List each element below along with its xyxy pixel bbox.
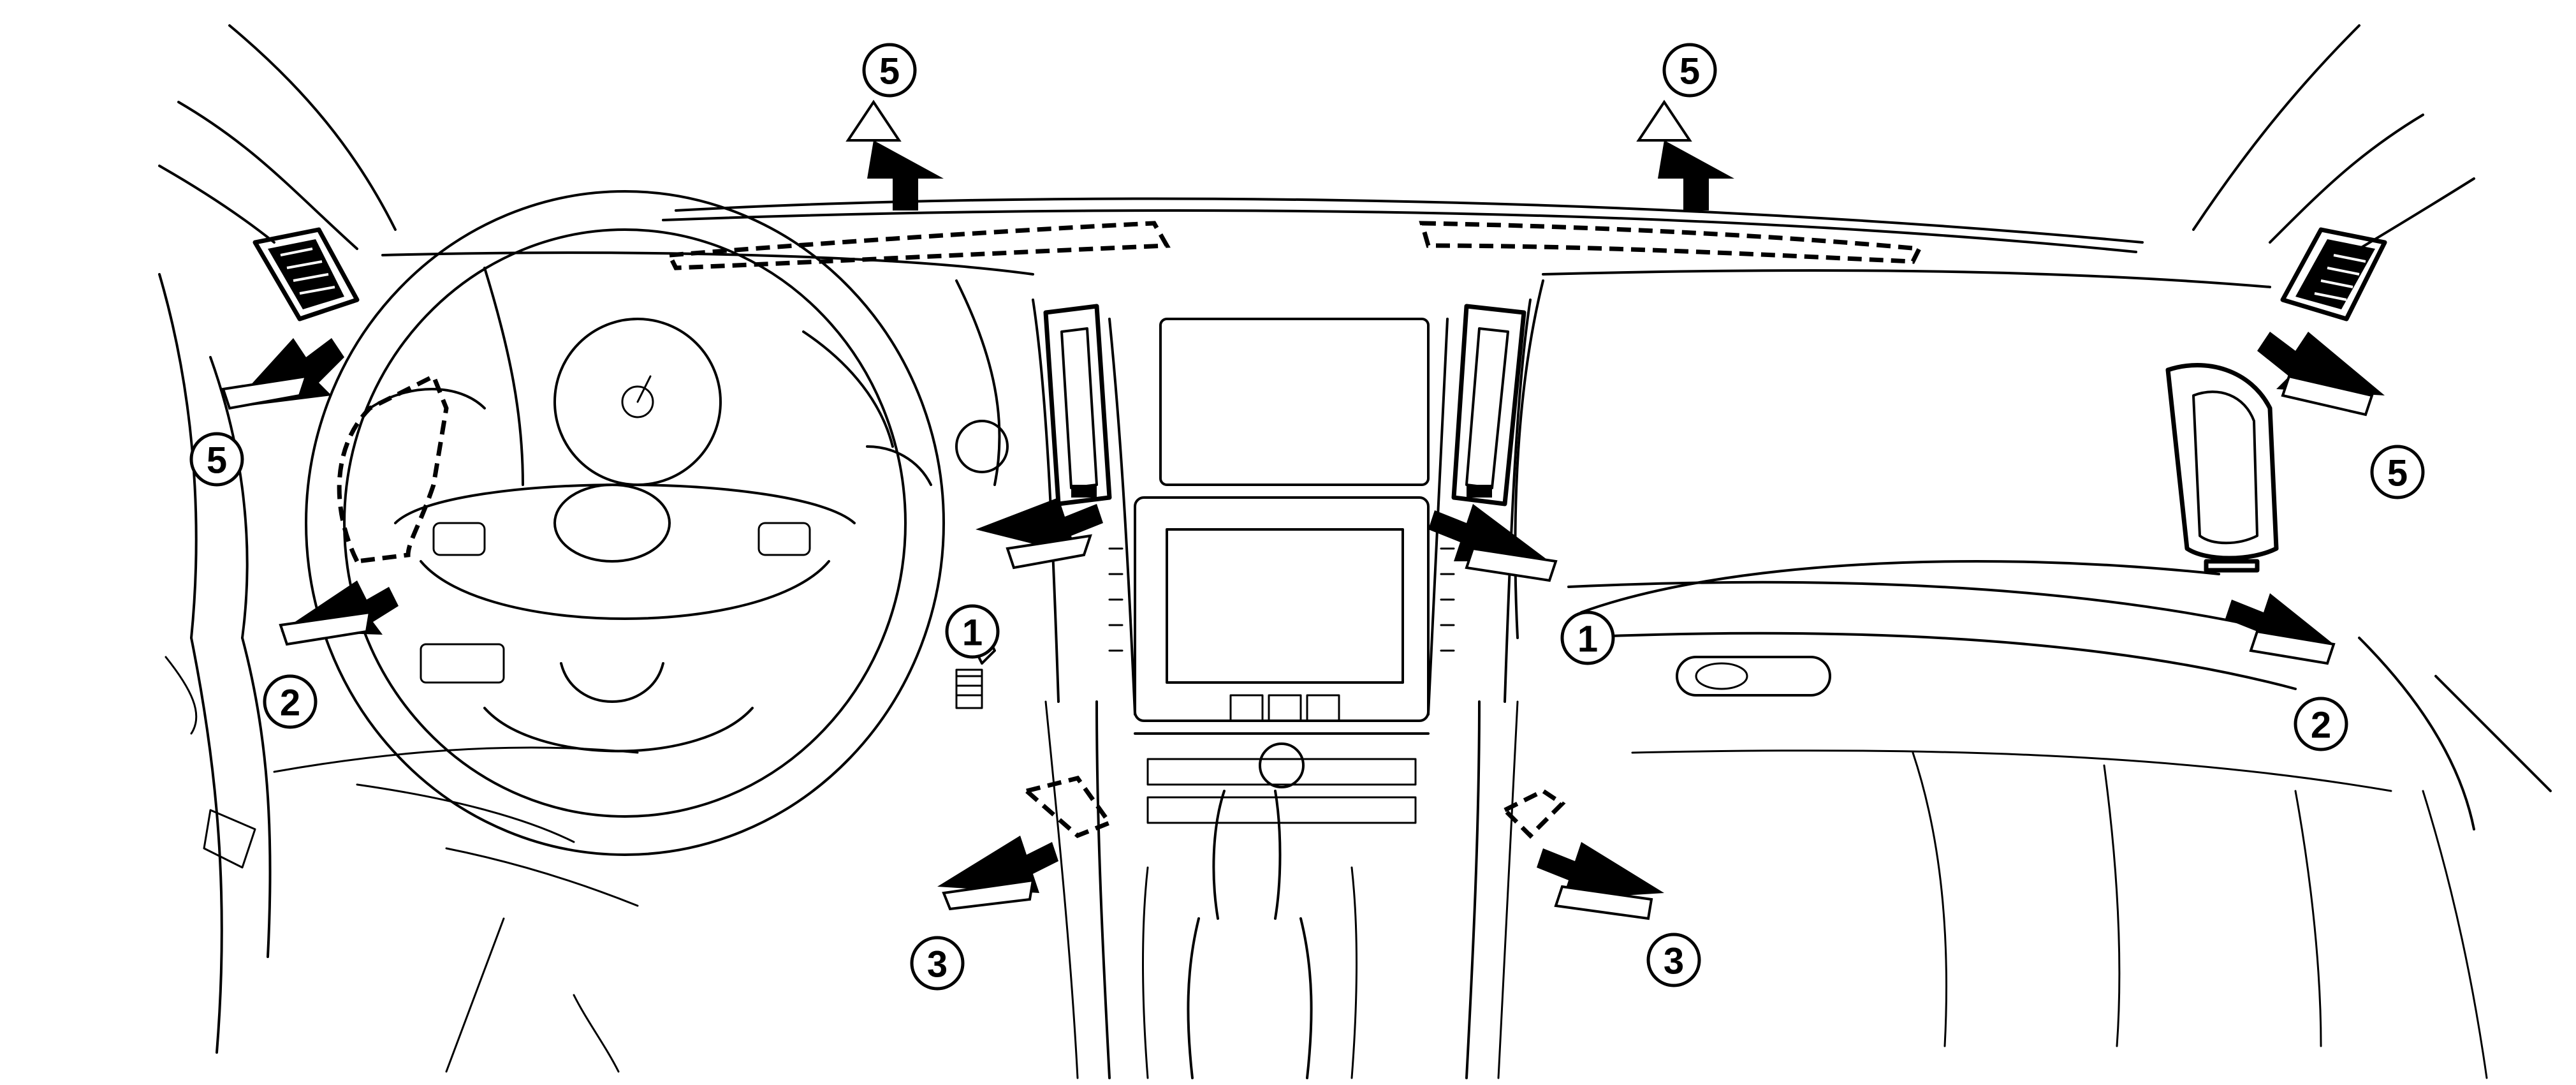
callout-5-top-left: 5 (862, 43, 917, 98)
knee-duct-outline (337, 373, 449, 564)
callout-5-right: 5 (2370, 445, 2425, 499)
defroster-outline-left (666, 221, 1171, 270)
arrow-passenger-vent (2225, 593, 2336, 665)
defroster-outline-right (1419, 221, 1923, 264)
dashboard-panel (381, 251, 2552, 1079)
callout-5-left: 5 (189, 432, 244, 487)
callout-label: 3 (1664, 941, 1684, 982)
arrow-foot-left (937, 836, 1058, 911)
foot-duct-outline-right (1501, 788, 1566, 839)
arrow-foot-right (1537, 842, 1664, 920)
callout-label: 3 (927, 944, 948, 985)
arrow-knee-left (279, 580, 399, 646)
callout-3-left: 3 (910, 936, 965, 991)
arrow-side-left (221, 338, 344, 410)
callout-3-right: 3 (1646, 933, 1701, 987)
arrow-up-right (1636, 100, 1734, 210)
callout-label: 5 (1680, 51, 1700, 92)
left-door-panel (158, 273, 639, 1073)
callout-5-top-right: 5 (1662, 43, 1717, 98)
callout-2-left: 2 (263, 674, 318, 729)
arrow-vent-center-right (1428, 504, 1558, 582)
side-vent-left (252, 227, 360, 321)
callout-2-right: 2 (2294, 697, 2348, 751)
callout-label: 5 (207, 440, 227, 482)
callout-label: 2 (2311, 705, 2331, 746)
callout-1-right: 1 (1560, 610, 1615, 665)
arrow-vent-center-left (976, 498, 1103, 570)
callout-label: 5 (879, 51, 900, 92)
callout-1-left: 1 (945, 604, 1000, 659)
steering-wheel (305, 190, 1009, 856)
passenger-vent (2165, 363, 2279, 573)
center-vent-left (1043, 304, 1112, 506)
foot-duct-outline-left (1021, 776, 1113, 839)
side-vent-right (2280, 227, 2387, 321)
callout-label: 2 (280, 683, 300, 724)
center-vent-right (1451, 304, 1526, 506)
callout-label: 1 (1577, 619, 1598, 660)
callout-label: 1 (962, 612, 983, 654)
arrow-side-right (2257, 332, 2385, 417)
arrow-up-left (845, 100, 944, 210)
instrument-cluster (483, 267, 1001, 486)
callout-label: 5 (2387, 453, 2408, 494)
center-stack (1032, 299, 1532, 1079)
windshield-outline (158, 24, 2475, 253)
